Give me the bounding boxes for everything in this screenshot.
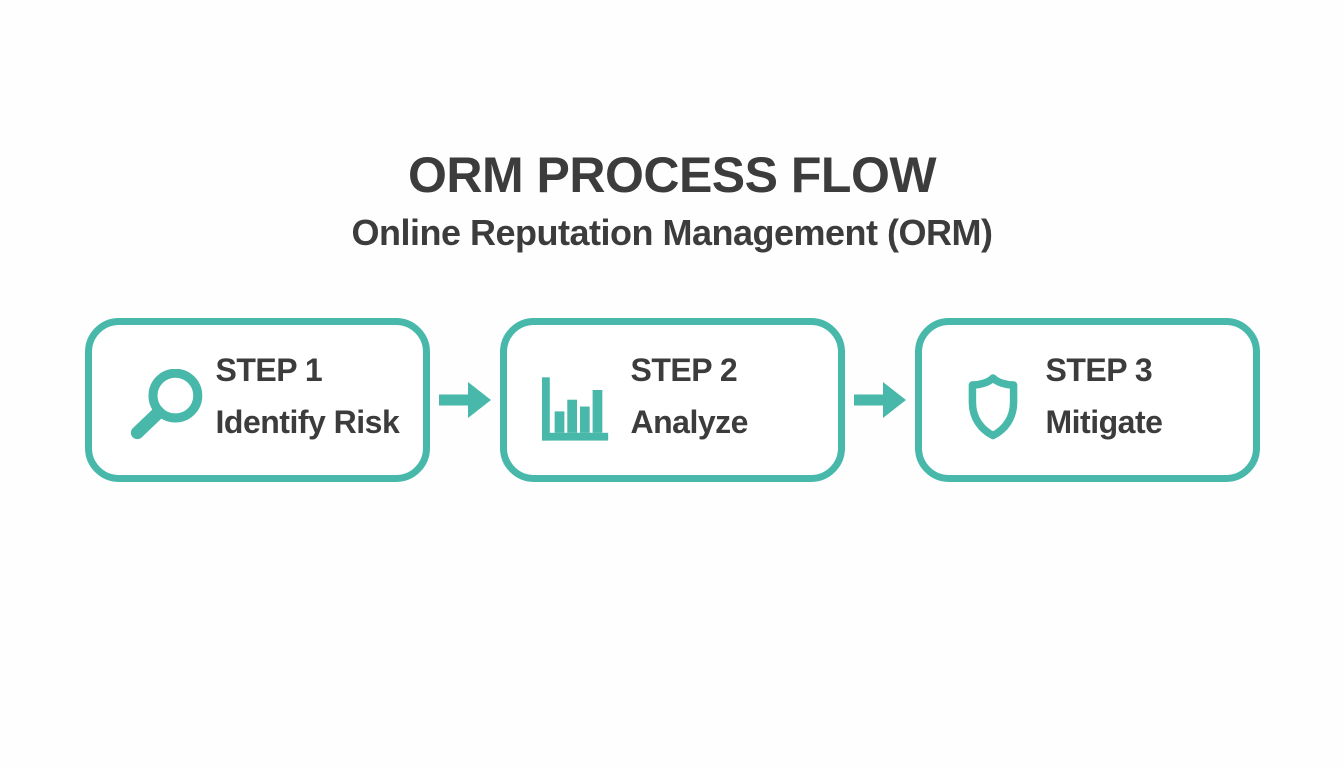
magnifier-icon: [122, 365, 204, 449]
right-arrow-icon: [438, 382, 491, 418]
step-label: STEP 3: [1045, 351, 1153, 388]
step-box-analyze: STEP 2 Analyze: [499, 318, 845, 482]
step-text: STEP 1 Identify Risk: [216, 352, 400, 441]
page-subtitle: Online Reputation Management (ORM): [351, 212, 993, 253]
page-title: ORM PROCESS FLOW: [407, 147, 937, 203]
step-box-identify-risk: STEP 1 Identify Risk: [84, 318, 430, 482]
step-name: Mitigate: [1045, 403, 1163, 440]
step-name: Identify Risk: [215, 403, 400, 440]
step-label: STEP 2: [630, 351, 738, 388]
step-label: STEP 1: [215, 351, 323, 388]
process-flow: STEP 1 Identify Risk STEP 2 Analyze: [0, 318, 1344, 482]
right-arrow-icon: [853, 382, 906, 418]
step-name: Analyze: [630, 403, 749, 440]
step-text: STEP 2 Analyze: [630, 351, 749, 441]
shield-icon: [952, 365, 1034, 449]
bar-chart-icon: [537, 365, 619, 449]
step-text: STEP 3 Mitigate: [1046, 352, 1163, 441]
step-box-mitigate: STEP 3 Mitigate: [914, 318, 1260, 482]
